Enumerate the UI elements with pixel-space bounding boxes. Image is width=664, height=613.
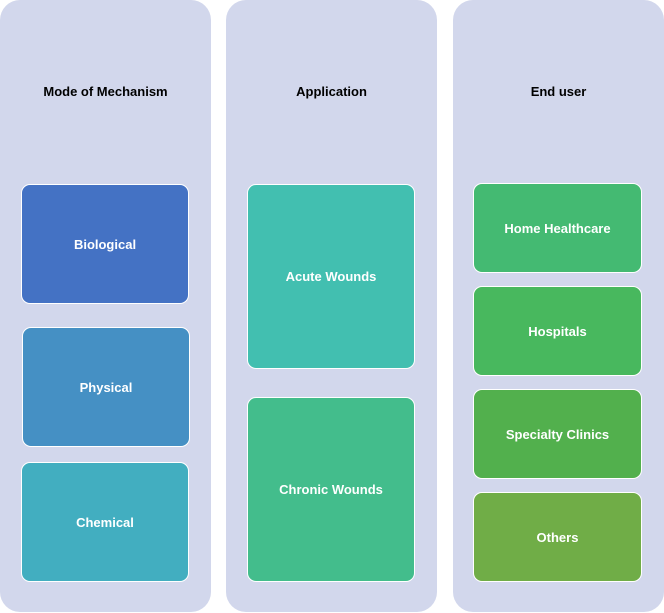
box-others: Others bbox=[473, 492, 642, 582]
column-end-user: End user Home Healthcare Hospitals Speci… bbox=[453, 0, 664, 612]
box-biological: Biological bbox=[21, 184, 189, 304]
column-title: End user bbox=[530, 84, 587, 99]
box-chronic-wounds: Chronic Wounds bbox=[247, 397, 415, 582]
box-physical: Physical bbox=[22, 327, 190, 447]
column-mode-of-mechanism: Mode of Mechanism Biological Physical Ch… bbox=[0, 0, 211, 612]
box-home-healthcare: Home Healthcare bbox=[473, 183, 642, 273]
column-application: Application Acute Wounds Chronic Wounds bbox=[226, 0, 437, 612]
box-specialty-clinics: Specialty Clinics bbox=[473, 389, 642, 479]
box-chemical: Chemical bbox=[21, 462, 189, 582]
column-title: Application bbox=[296, 84, 367, 99]
box-acute-wounds: Acute Wounds bbox=[247, 184, 415, 369]
box-hospitals: Hospitals bbox=[473, 286, 642, 376]
column-title: Mode of Mechanism bbox=[43, 84, 168, 99]
